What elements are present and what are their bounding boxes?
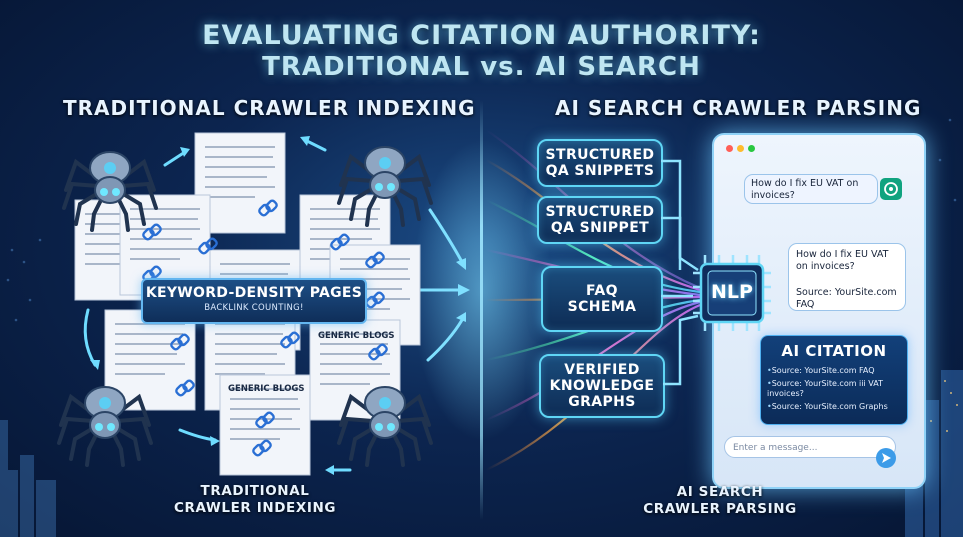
title-line-2: TRADITIONAL vs. AI SEARCH: [262, 52, 701, 82]
citation-list: Source: YourSite.com FAQ Source: YourSit…: [767, 366, 907, 414]
window-dots-icon: [726, 145, 733, 152]
citation-item: Source: YourSite.com iii VAT invoices?: [767, 379, 907, 400]
right-section-heading: AI SEARCH CRAWLER PARSING: [555, 96, 922, 120]
window-dots-icon: [748, 145, 755, 152]
citation-item: Source: YourSite.com Graphs: [767, 402, 907, 413]
nlp-chip-icon: [693, 255, 771, 331]
source-box-structured-qa-snippets: STRUCTURED QA SNIPPETS: [537, 139, 663, 187]
source-line: STRUCTURED: [545, 204, 655, 220]
send-icon: [882, 453, 891, 463]
source-box-faq-schema: FAQ SCHEMA: [541, 266, 663, 332]
left-section-heading: TRADITIONAL CRAWLER INDEXING: [63, 96, 476, 120]
source-box-verified-knowledge-graphs: VERIFIED KNOWLEDGE GRAPHS: [539, 354, 665, 418]
send-button[interactable]: [876, 448, 896, 468]
right-footer-label: AI SEARCH CRAWLER PARSING: [600, 484, 840, 518]
source-box-structured-qa-snippet: STRUCTURED QA SNIPPET: [537, 196, 663, 244]
answer-bubble: How do I fix EU VAT on invoices? Source:…: [788, 243, 906, 311]
source-line: GRAPHS: [568, 394, 636, 410]
source-line: QA SNIPPET: [550, 220, 650, 236]
source-line: VERIFIED: [564, 362, 640, 378]
left-footer-line-2: CRAWLER INDEXING: [173, 500, 337, 516]
source-line: FAQ: [586, 283, 618, 299]
user-question-bubble: How do I fix EU VAT on invoices?: [744, 174, 878, 204]
right-footer-line-1: AI SEARCH: [676, 484, 764, 500]
ai-citation-panel: AI CITATION Source: YourSite.com FAQ Sou…: [760, 335, 908, 425]
keyword-density-box: KEYWORD-DENSITY PAGES BACKLINK COUNTING!: [141, 278, 367, 324]
ai-citation-title: AI CITATION: [781, 342, 887, 360]
source-line: QA SNIPPETS: [545, 163, 655, 179]
keyword-density-label: KEYWORD-DENSITY PAGES: [145, 285, 363, 301]
left-footer-label: TRADITIONAL CRAWLER INDEXING: [150, 483, 360, 517]
source-line: SCHEMA: [567, 299, 637, 315]
window-dots-icon: [737, 145, 744, 152]
answer-question-text: How do I fix EU VAT on invoices?: [796, 249, 889, 272]
generic-blogs-label-1: GENERIC BLOGS: [318, 331, 395, 341]
answer-source-text: Source: YourSite.com FAQ: [796, 287, 897, 310]
left-footer-line-1: TRADITIONAL: [200, 483, 310, 499]
generic-blogs-label-2: GENERIC BLOGS: [228, 384, 305, 394]
citation-item: Source: YourSite.com FAQ: [767, 366, 907, 377]
nlp-label: NLP: [711, 281, 753, 303]
backlink-counting-label: BACKLINK COUNTING!: [204, 303, 304, 313]
right-footer-line-2: CRAWLER PARSING: [643, 501, 797, 517]
user-question-text: How do I fix EU VAT on invoices?: [751, 178, 859, 201]
chatgpt-logo-icon: [880, 178, 902, 200]
source-line: KNOWLEDGE: [549, 378, 655, 394]
title-line-1: EVALUATING CITATION AUTHORITY:: [202, 20, 761, 51]
message-input[interactable]: Enter a message...: [724, 436, 896, 458]
source-line: STRUCTURED: [545, 147, 655, 163]
